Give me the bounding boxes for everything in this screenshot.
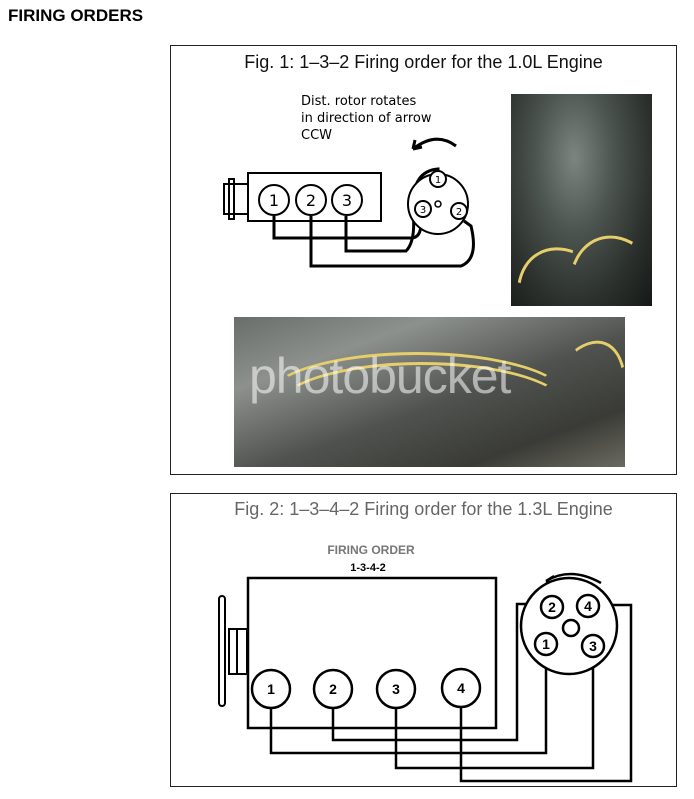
dist-terminal-2-label: 2 [456,207,462,218]
figure-2: Fig. 2: 1–3–4–2 Firing order for the 1.3… [170,493,677,787]
ccw-arrow-icon [411,137,457,151]
engine-bay-photo: photobucket [234,317,625,467]
cylinder-2-label: 2 [306,191,316,210]
dist-terminal-4-label: 4 [584,598,592,614]
note-line-2: in direction of arrow [301,111,432,126]
dist-terminal-1-label: 1 [435,175,441,186]
cylinder-2 [312,668,354,710]
firing-order-label: FIRING ORDER [327,543,415,557]
dist-terminal-3 [414,200,432,218]
distributor-photo [511,94,652,306]
dist-terminal-3-label: 3 [589,638,597,654]
cylinder-3 [375,668,417,710]
figure-1: Fig. 1: 1–3–2 Firing order for the 1.0L … [170,45,677,475]
cylinder-1-label: 1 [267,681,275,697]
wire-cyl1 [269,653,548,755]
cylinder-2 [295,184,327,216]
dist-terminal-3-label: 3 [420,205,426,216]
fan-icon [218,595,248,707]
dist-terminal-2 [450,202,468,220]
cylinder-2-label: 2 [329,681,337,697]
wire-cyl2 [309,216,475,268]
dist-terminal-1 [429,170,447,188]
note-line-3: CCW [301,128,332,143]
dist-terminal-1 [533,631,559,657]
figure-2-title: Fig. 2: 1–3–4–2 Firing order for the 1.3… [234,499,613,519]
page-heading: FIRING ORDERS [8,6,144,25]
firing-order-diagram-2: FIRING ORDER 1-3-4-2 [218,543,633,783]
cylinder-1 [250,668,292,710]
cylinder-4-label: 4 [457,680,465,696]
cylinder-3-label: 3 [392,681,400,697]
dist-terminal-2-label: 2 [548,599,556,615]
dist-terminal-2 [539,594,565,620]
firing-order-sequence: 1-3-4-2 [350,562,385,574]
cylinder-3 [331,184,363,216]
firing-order-diagram-1: Dist. rotor rotates in direction of arro… [223,94,475,268]
dist-terminal-3 [580,633,606,659]
dist-terminal-1-label: 1 [542,636,550,652]
cylinder-1 [258,184,290,216]
distributor-cap [519,576,619,676]
cylinder-1-label: 1 [269,191,279,210]
wire-cyl3 [394,653,595,770]
photobucket-watermark: photobucket [249,348,511,404]
cylinder-3-label: 3 [342,191,352,210]
pulley [223,183,249,215]
wire-cyl2 [331,602,546,742]
dist-terminal-4 [575,593,601,619]
wire-cyl4 [459,603,633,783]
note-line-1: Dist. rotor rotates [301,94,416,109]
cylinder-4 [440,667,482,709]
figure-1-title: Fig. 1: 1–3–2 Firing order for the 1.0L … [244,52,603,72]
